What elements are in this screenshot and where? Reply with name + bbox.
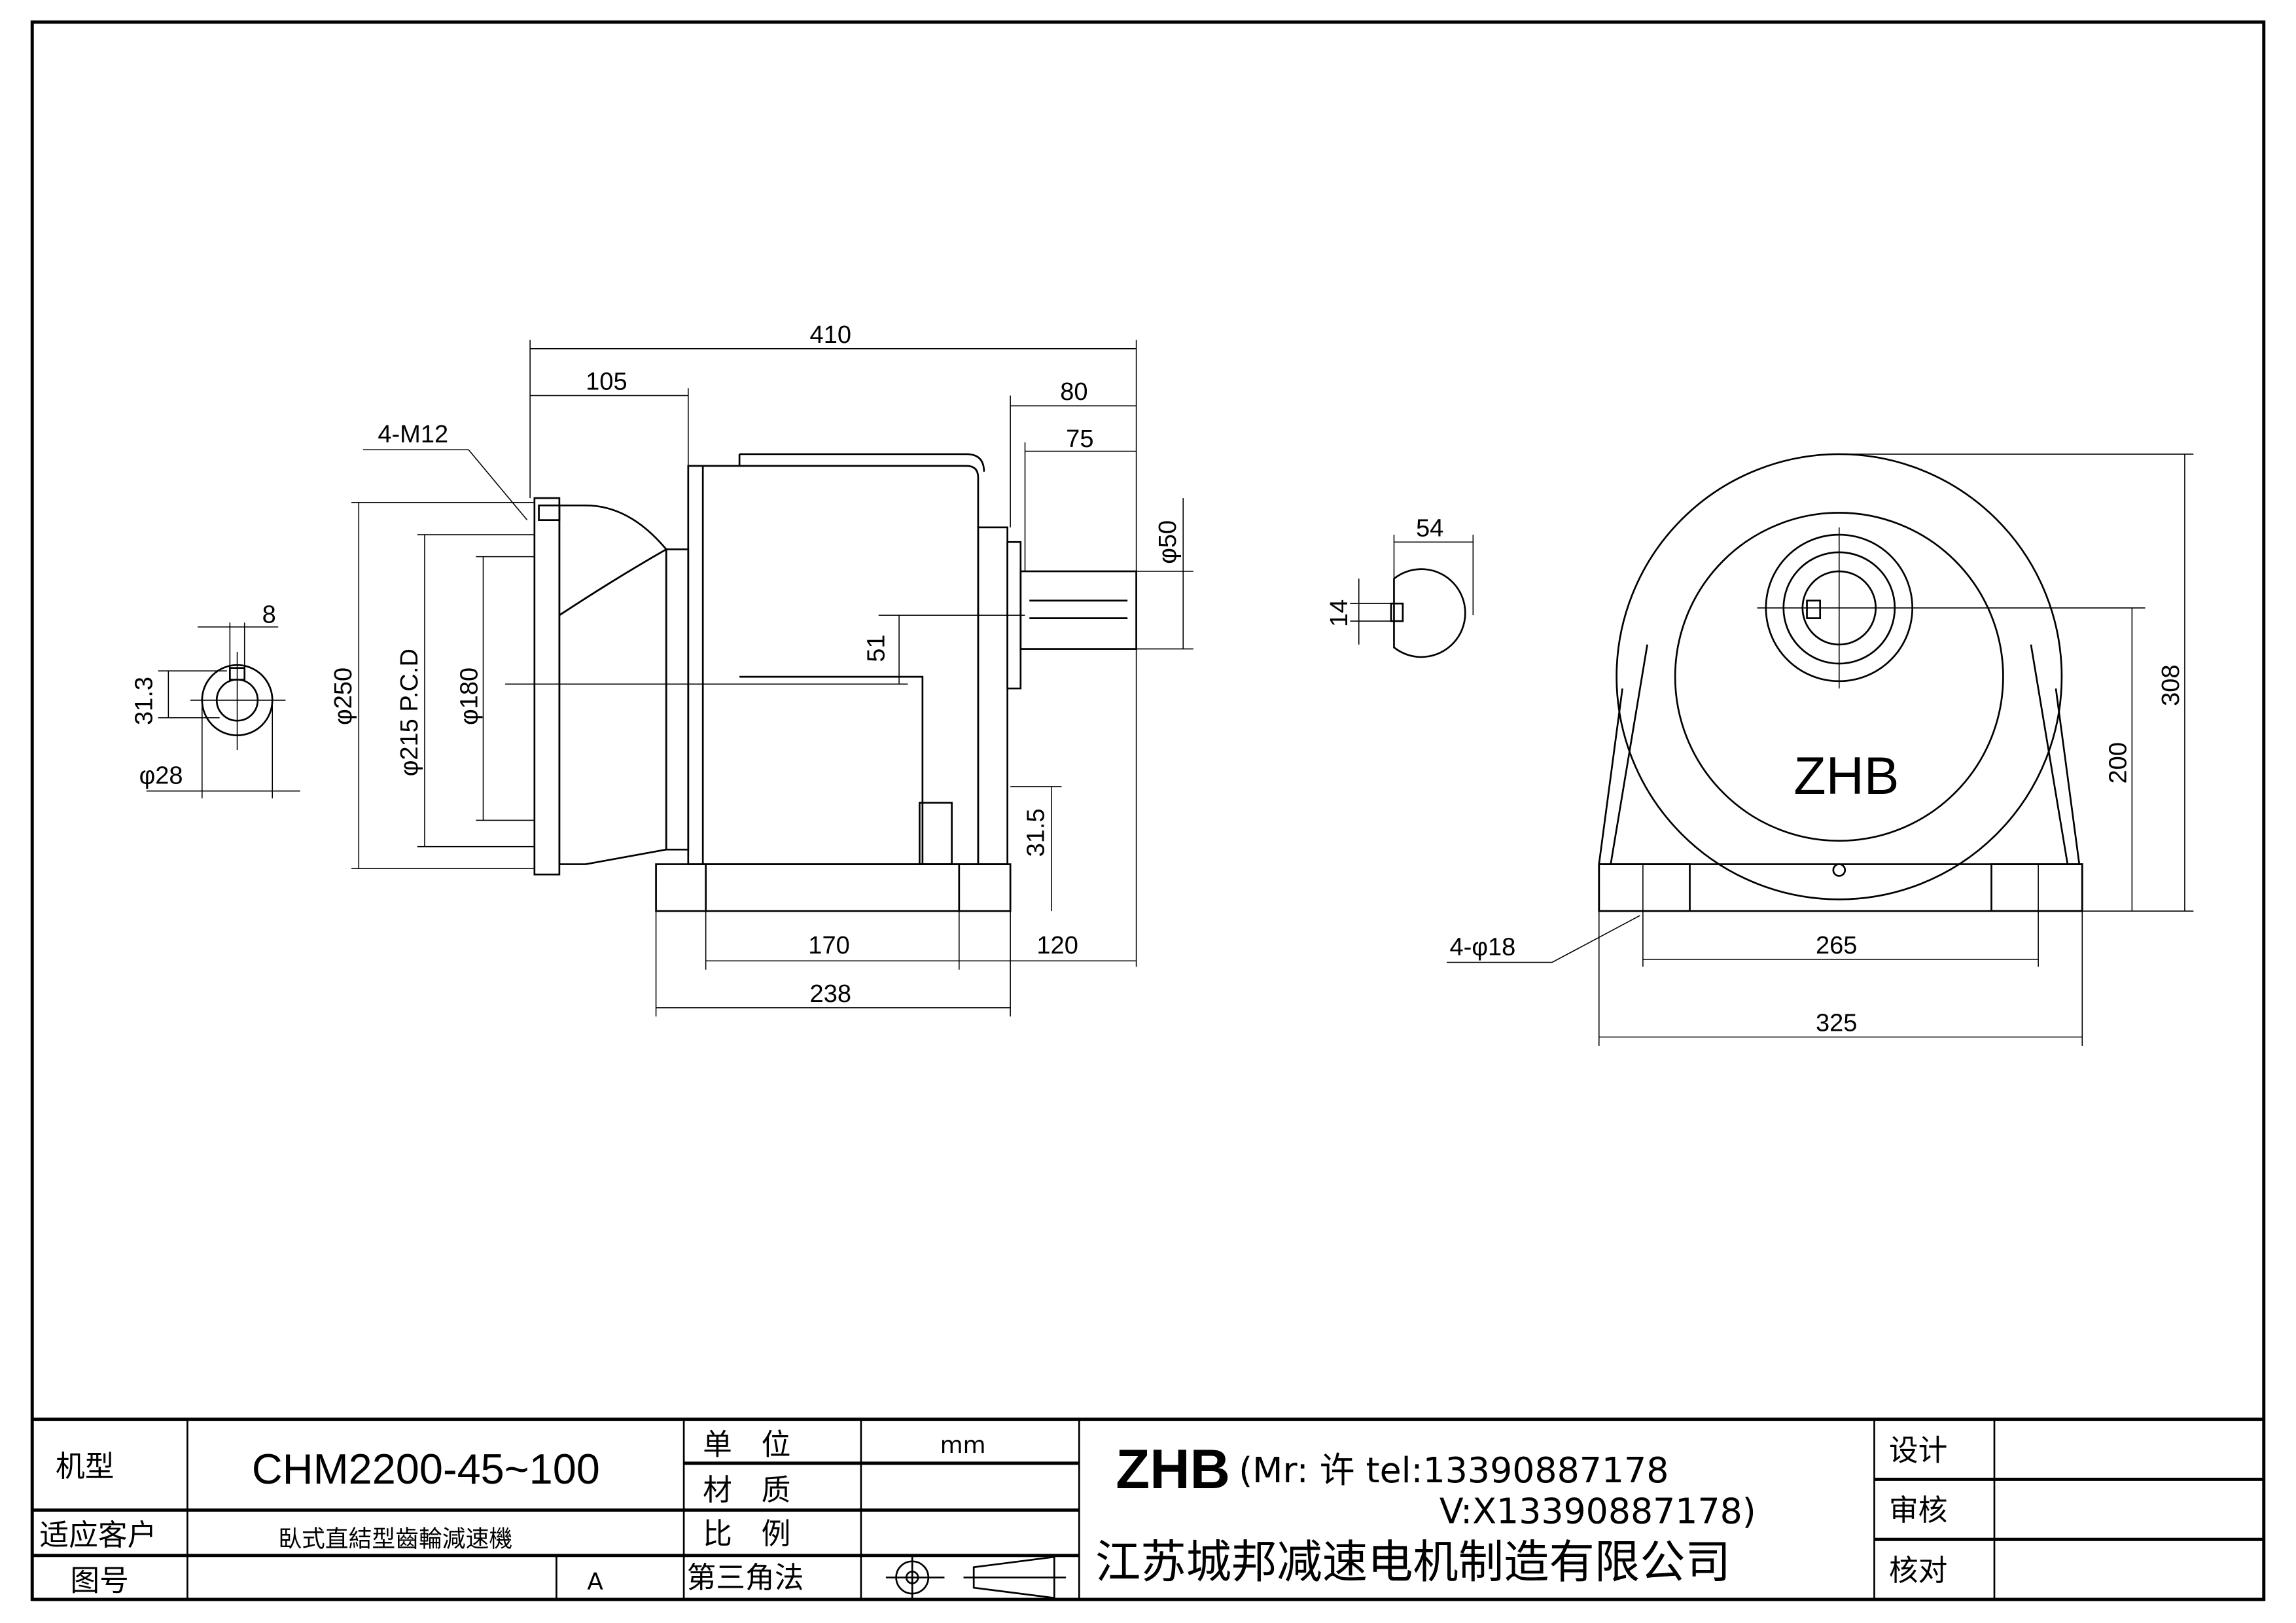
- side-view: 410 105 80 75 φ50 51 31.5 170 120 238 φ2…: [330, 321, 1193, 1017]
- contact-line-1: (Mr: 许 tel:13390887178: [1239, 1450, 1669, 1491]
- dim-overall-length: 410: [810, 321, 851, 349]
- unit-value: mm: [940, 1432, 986, 1459]
- dim-flange-diameter: φ250: [330, 668, 357, 725]
- dim-spigot-diameter: φ180: [456, 668, 484, 725]
- revision: A: [587, 1568, 603, 1595]
- dim-foot-holes: 4-φ18: [1450, 933, 1516, 961]
- dim-shaft-diameter: φ28: [139, 762, 183, 789]
- model-value: CHM2200-45~100: [252, 1445, 600, 1493]
- dim-output-shaft-diameter: φ50: [1154, 520, 1182, 564]
- product-description: 臥式直結型齒輪減速機: [278, 1525, 512, 1552]
- dim-key-width: 8: [262, 601, 276, 628]
- third-angle-projection-icon: [885, 1555, 1067, 1599]
- dim-shaft-offset: 51: [863, 634, 891, 662]
- drawing-no-label: 图号: [70, 1563, 129, 1598]
- unit-label: 单 位: [703, 1427, 790, 1461]
- key-view: 54 14: [1326, 514, 1474, 658]
- brand: ZHB: [1116, 1438, 1230, 1501]
- scale-label: 比 例: [703, 1516, 790, 1551]
- dim-key-view-width: 54: [1416, 514, 1443, 542]
- dim-key-length: 75: [1066, 425, 1093, 453]
- company-name: 江苏城邦减速电机制造有限公司: [1095, 1536, 1731, 1588]
- dim-foot-hole-spacing: 265: [1816, 932, 1857, 959]
- shaft-end-view: 8 31.3 φ28: [131, 601, 300, 798]
- dim-bolt-holes: 4-M12: [378, 421, 448, 448]
- dim-pcd: φ215 P.C.D: [396, 649, 423, 776]
- dim-base-width: 325: [1816, 1010, 1857, 1037]
- design-label: 设计: [1889, 1433, 1948, 1467]
- dim-shaft-length: 80: [1060, 378, 1087, 406]
- check-label: 核对: [1889, 1553, 1948, 1588]
- end-view-logo: ZHB: [1793, 747, 1899, 806]
- dim-foot-to-end: 120: [1036, 932, 1078, 959]
- customer-label: 适应客户: [39, 1518, 156, 1552]
- title-block: 机型 CHM2200-45~100 单 位 mm 材 质 适应客户 臥式直結型齒…: [32, 1418, 2264, 1599]
- dim-total-height: 308: [2157, 664, 2185, 705]
- review-label: 审核: [1889, 1493, 1948, 1527]
- drawing-border: [30, 20, 2266, 1601]
- dim-key-view-height: 14: [1326, 599, 1353, 627]
- contact-line-2: V:X13390887178): [1439, 1491, 1756, 1532]
- model-label: 机型: [56, 1449, 115, 1484]
- dim-key-depth: 31.3: [131, 677, 158, 725]
- dim-flange-length: 105: [586, 368, 627, 395]
- dim-foot-spacing: 170: [808, 932, 849, 959]
- dim-base-length: 238: [810, 980, 851, 1008]
- projection-label: 第三角法: [687, 1560, 804, 1595]
- end-view: ZHB 265 325 308 200 4-φ18: [1447, 453, 2194, 1046]
- dim-center-height: 200: [2104, 742, 2132, 783]
- dim-base-height: 31.5: [1023, 808, 1050, 857]
- material-label: 材 质: [703, 1472, 790, 1507]
